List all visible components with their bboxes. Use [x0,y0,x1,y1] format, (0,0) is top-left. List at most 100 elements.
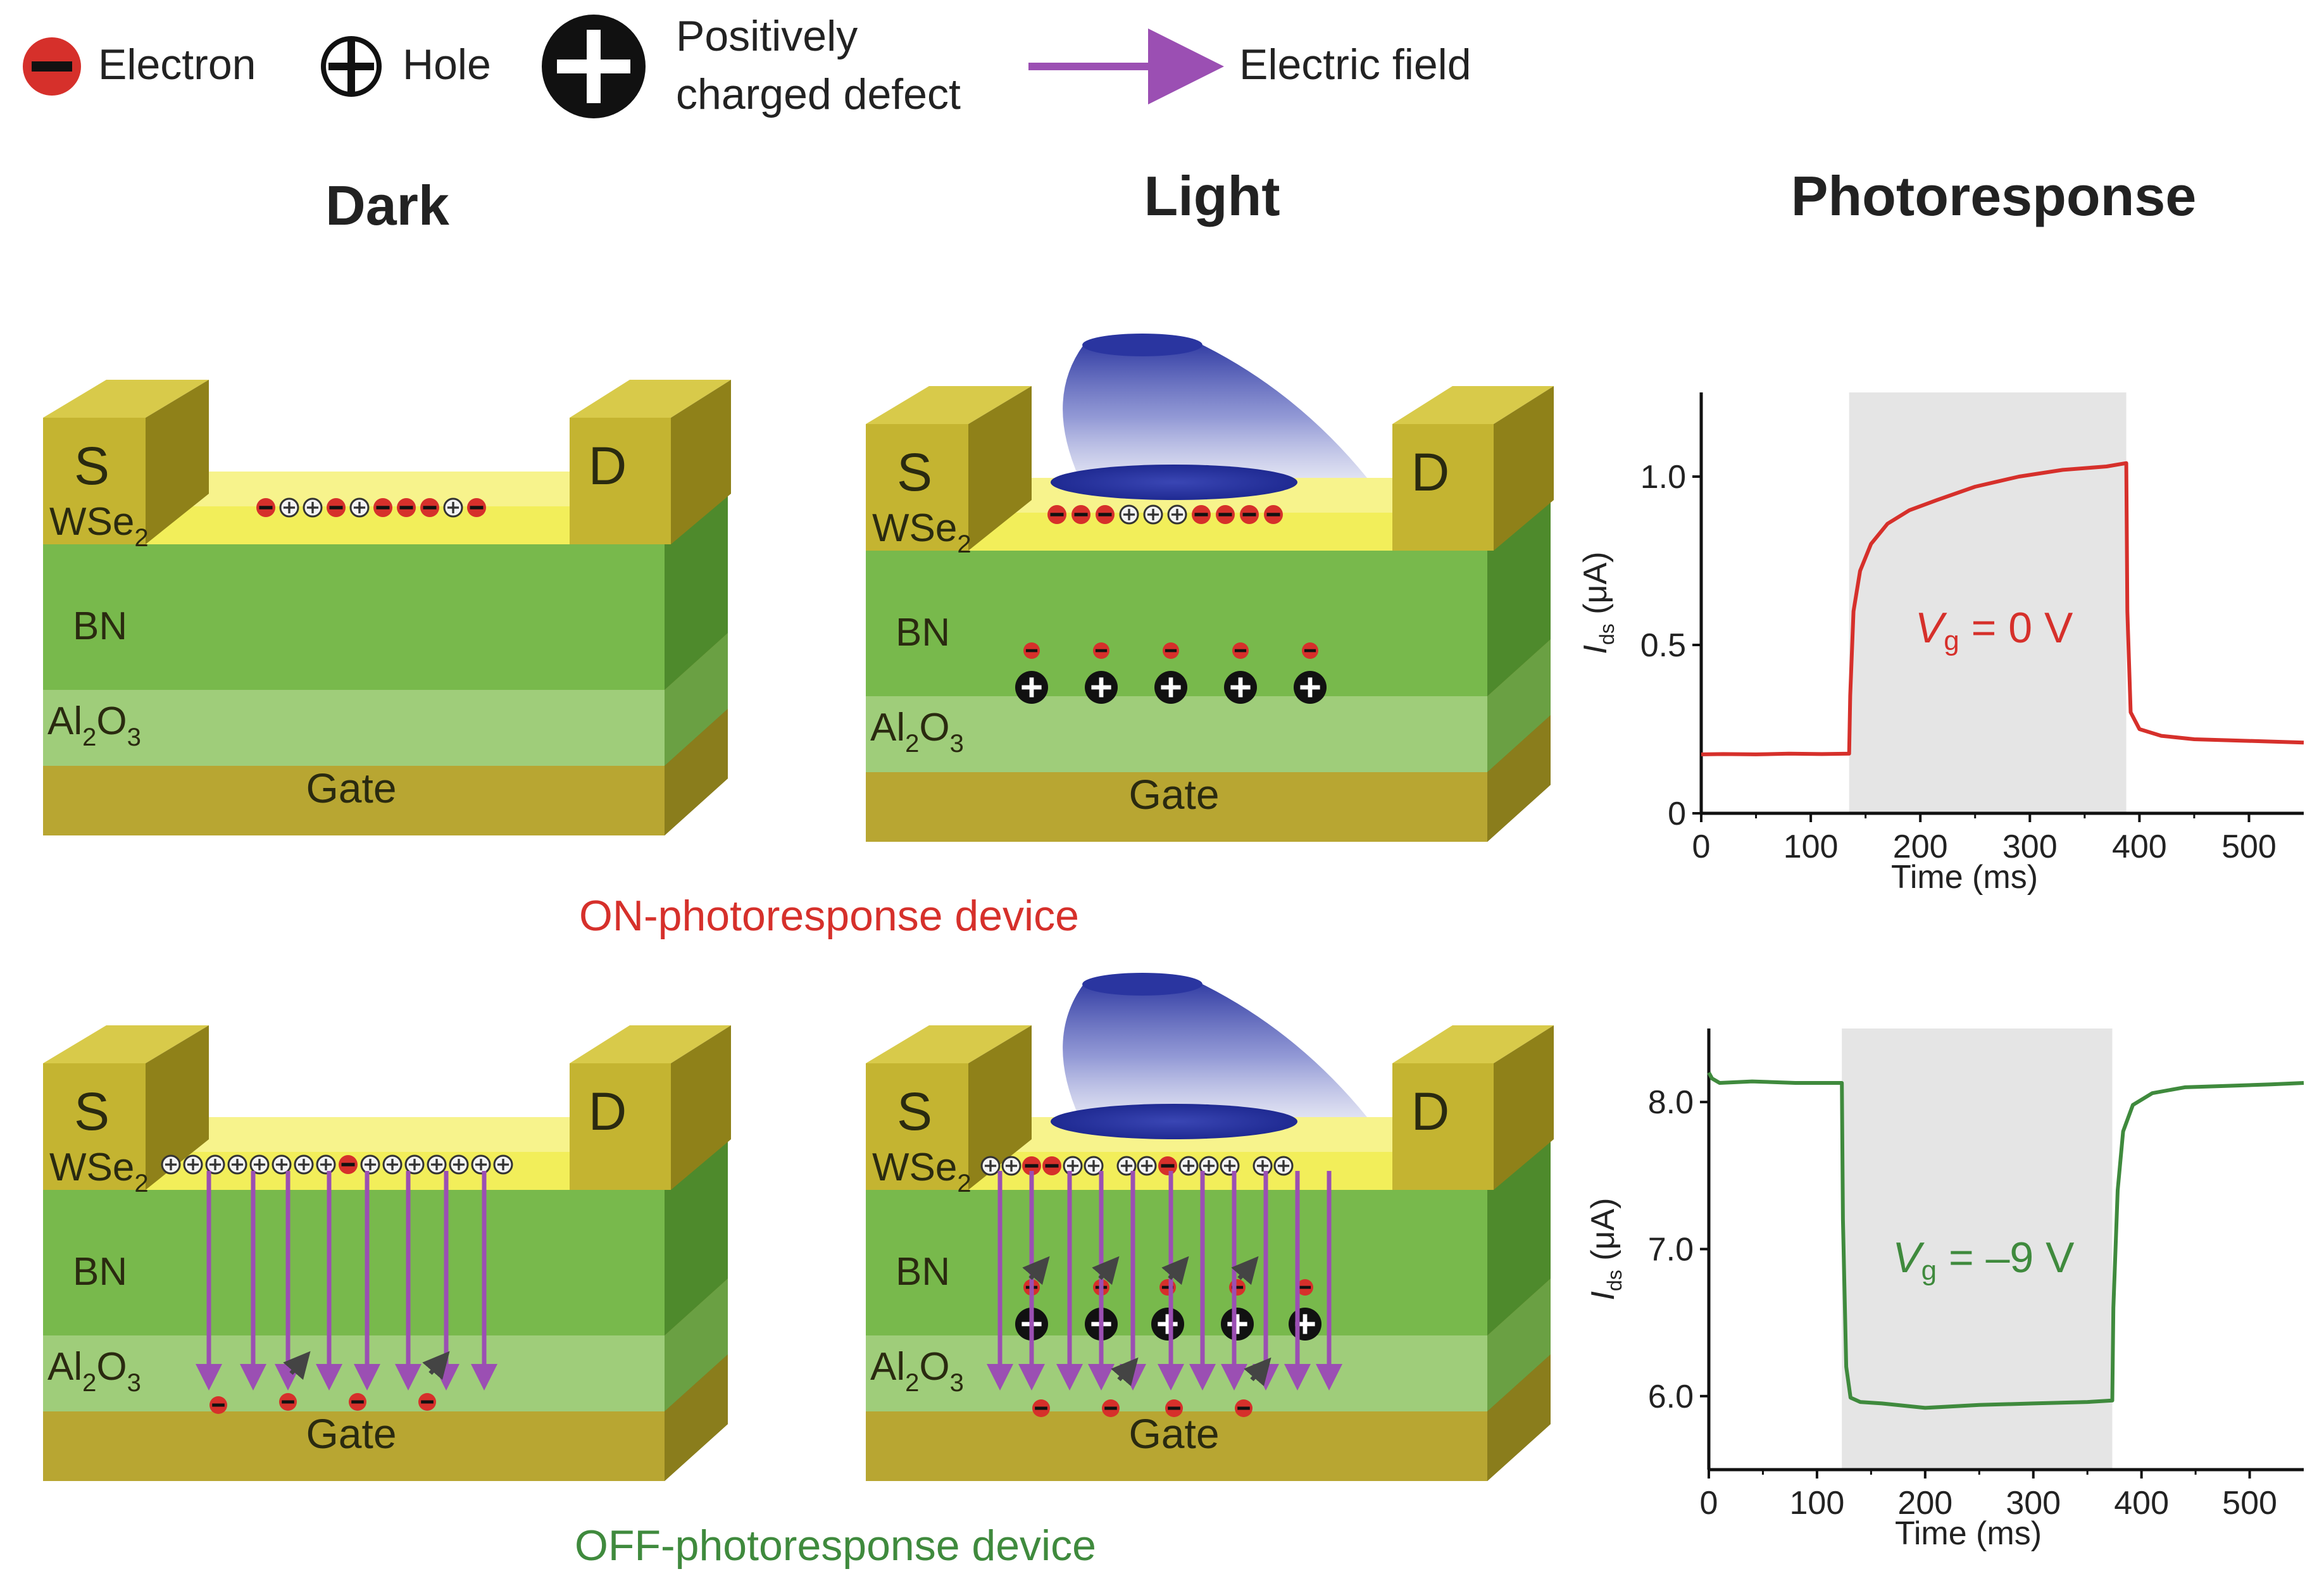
electron-icon [1297,1279,1313,1296]
wse2-label: WSe2 [49,1146,149,1197]
gate-label: Gate [1128,771,1219,818]
electron-icon [339,1155,358,1174]
hole-icon [1084,1156,1104,1176]
electron-icon [1232,642,1249,659]
electron-icon [1302,642,1318,659]
column-title-dark: Dark [325,174,450,237]
source-label: S [897,442,932,502]
y-tick-label: 0.5 [1640,627,1686,664]
light-source-icon [1082,334,1203,356]
electron-icon [279,1393,297,1411]
gate-label: Gate [306,765,396,811]
hole-icon [980,1156,1001,1176]
hole-icon [183,1154,203,1175]
legend-electron-label: Electron [98,41,256,89]
bn-label: BN [896,1250,950,1294]
hole-icon [427,1154,447,1175]
hole-icon [161,1154,181,1175]
electron-icon [209,1396,227,1414]
legend-field-label: Electric field [1239,41,1471,89]
carriers [1015,504,1327,704]
illumination-window [1849,392,2127,813]
hole-icon [316,1154,336,1175]
hole-legend-icon [321,36,382,97]
electron-icon [1235,1399,1253,1417]
al2o3-label: Al2O3 [870,706,964,758]
data-series-line [1701,461,2304,756]
x-tick-label: 400 [2112,828,2167,865]
carrier-motion-arrow [1161,1256,1189,1285]
positive-defect-legend-icon [542,15,646,118]
source-label: S [74,436,109,496]
electron-icon [1032,1399,1050,1417]
y-axis-label: Ids (μA) [1577,552,1618,654]
bn-label: BN [73,604,127,648]
gate-voltage-annotation: Vg = –9 V [1892,1234,2075,1286]
x-tick-label: 100 [1784,828,1839,865]
caption-on-device: ON-photoresponse device [579,892,1079,940]
hole-icon [382,1154,403,1175]
positive-defect-icon [1224,671,1257,704]
x-tick-label: 400 [2114,1485,2169,1522]
positive-defect-icon [1151,1308,1184,1341]
gate-label: Gate [306,1410,396,1457]
electron-icon [420,498,439,517]
illumination-beam [1051,334,1367,500]
electron-icon [327,498,346,517]
electron-icon [418,1393,436,1411]
hole-icon [1137,1156,1157,1176]
hole-icon [249,1154,270,1175]
drain-label: D [1411,1082,1450,1141]
caption-off-device: OFF-photoresponse device [575,1522,1096,1570]
hole-icon [227,1154,247,1175]
y-axis-label: Ids (μA) [1585,1198,1626,1301]
bn-label: BN [73,1250,127,1294]
hole-icon [471,1154,491,1175]
gate-voltage-annotation: Vg = 0 V [1915,604,2073,656]
column-title-photoresponse: Photoresponse [1791,165,2197,227]
electron-icon [1047,505,1066,524]
y-tick-label: 1.0 [1640,459,1686,496]
hole-icon [443,497,463,518]
data-series-line [1707,1072,2304,1410]
drain-label: D [1411,442,1450,502]
electron-icon [1165,1399,1183,1417]
positive-defect-icon [1085,671,1118,704]
electron-icon [373,498,392,517]
carriers [256,497,486,518]
x-tick-label: 100 [1790,1485,1845,1522]
hole-icon [303,497,323,518]
positive-defect-icon [1294,671,1327,704]
carrier-motion-arrow [1022,1256,1050,1285]
hole-icon [1253,1156,1273,1176]
electron-icon [1264,505,1283,524]
x-axis-label: Time (ms) [1891,859,2038,896]
carrier-motion-arrow [1111,1357,1139,1387]
carrier-motion-arrow [283,1351,311,1380]
hole-icon [404,1154,425,1175]
hole-icon [1001,1156,1021,1176]
light-spot [1051,465,1297,500]
positive-defect-icon [1289,1308,1321,1341]
electron-legend-icon [23,37,81,96]
light-spot [1051,1104,1297,1139]
column-title-light: Light [1144,165,1280,227]
carrier-motion-arrow [1092,1256,1120,1285]
x-tick-label: 200 [1893,828,1948,865]
hole-icon [1220,1156,1240,1176]
wse2-label: WSe2 [872,1146,971,1197]
light-source-icon [1082,973,1203,996]
x-tick-label: 0 [1700,1485,1718,1522]
hole-icon [1199,1156,1219,1176]
hole-icon [294,1154,314,1175]
wse2-label: WSe2 [872,506,971,558]
hole-icon [493,1154,513,1175]
legend: Electron Hole Positively charged defect … [23,12,1471,118]
hole-icon [1178,1156,1199,1176]
hole-icon [272,1154,292,1175]
hole-icon [1063,1156,1083,1176]
